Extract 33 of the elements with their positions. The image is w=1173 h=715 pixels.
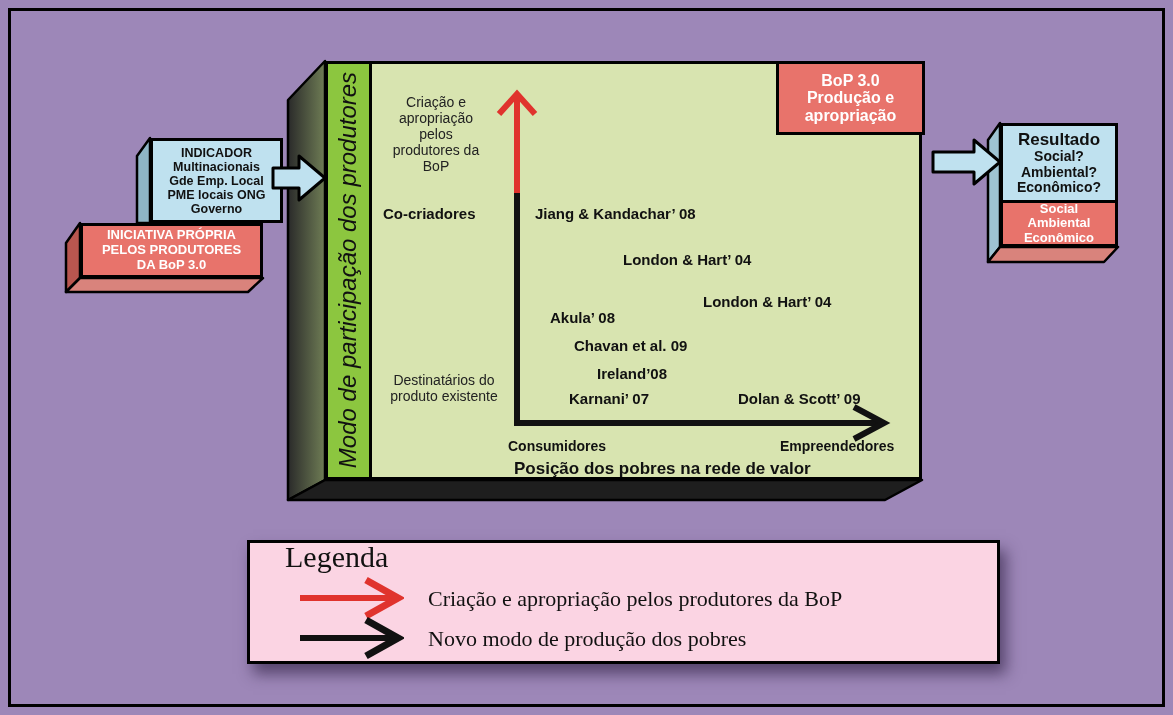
category-label: Co-criadores (383, 204, 476, 224)
citation-label: Akula’ 08 (550, 308, 616, 328)
axis-end-label: Consumidores (508, 437, 606, 456)
axis-end-label: Criação e apropriação pelos produtores da BoP (391, 94, 481, 175)
citation-label: London & Hart’ 04 (703, 292, 832, 312)
citation-label: Chavan et al. 09 (574, 336, 688, 356)
citation-label: Karnani’ 07 (569, 389, 650, 409)
axis-end-label: Empreendedores (780, 437, 895, 456)
legend-text: Criação e apropriação pelos produtores da BoP (428, 588, 843, 610)
box-text: Social Ambiental Econômico (1022, 202, 1096, 245)
axis-end-label: Destinatários do produto existente (389, 372, 499, 405)
result-box (1000, 123, 1118, 200)
box-heading: Resultado (1017, 130, 1101, 150)
legend-text: Novo modo de produção dos pobres (428, 628, 747, 650)
axis-title: Modo de participação dos produtores (336, 71, 360, 469)
citation-label: Dolan & Scott’ 09 (738, 389, 861, 409)
block-arrow (931, 138, 1002, 186)
legend-title: Legenda (285, 542, 389, 572)
block-arrow (271, 154, 327, 202)
title-box (776, 61, 925, 135)
chart-panel (325, 61, 922, 480)
axis-title: Posição dos pobres na rede de valor (514, 458, 811, 480)
initiative-box (80, 223, 263, 278)
box-text: Multinacionais Gde Emp. Local PME locais ONG Governo (167, 159, 266, 216)
citation-label: London & Hart’ 04 (623, 250, 752, 270)
box-text: INICIATIVA PRÓPRIA PELOS PRODUTORES DA BoP 3.0 (100, 228, 243, 273)
box-text: Social? Ambiental? Econômico? (1016, 149, 1102, 196)
box-heading: INDICADOR (181, 145, 252, 160)
citation-label: Jiang & Kandachar’ 08 (535, 204, 696, 224)
box-text: BoP 3.0 Produção e apropriação (803, 71, 898, 125)
outcome-box (1000, 200, 1118, 247)
indicator-box (150, 138, 283, 223)
citation-label: Ireland’08 (597, 364, 668, 384)
